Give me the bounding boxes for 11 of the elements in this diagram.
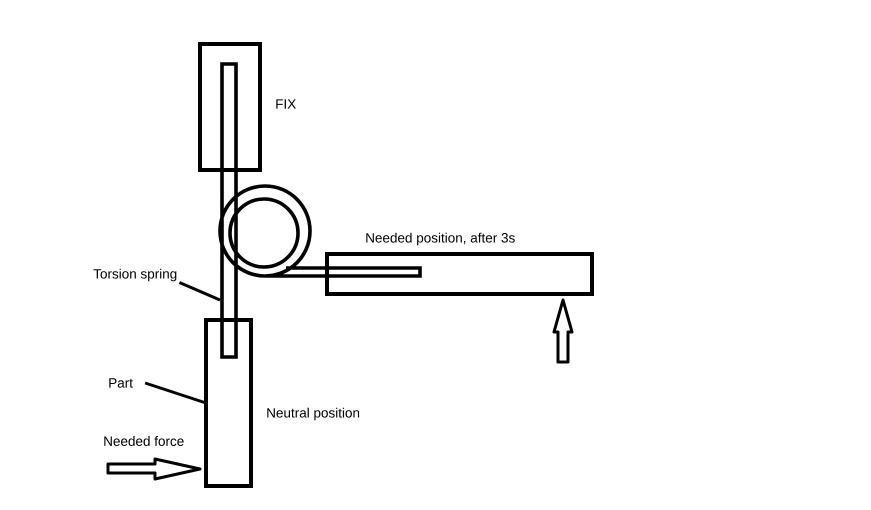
fixed-block <box>198 42 262 172</box>
callout-text: Torsion spring <box>94 268 176 282</box>
part-box <box>204 318 253 488</box>
leader-line <box>178 281 221 302</box>
caption-text: Neutral position <box>267 408 360 420</box>
force-label: Needed force <box>104 436 184 446</box>
part-box <box>325 252 594 296</box>
callout-text: Part <box>109 378 133 388</box>
caption-text: Needed position, after 3s <box>366 232 515 246</box>
leader-line <box>144 382 206 404</box>
caption-text: FIX <box>276 99 296 109</box>
